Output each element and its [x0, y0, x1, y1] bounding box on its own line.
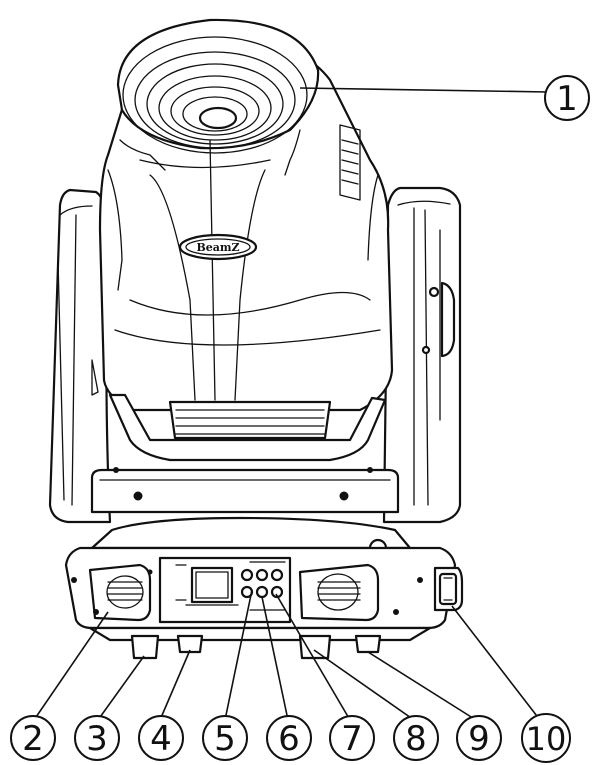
front-vent: [168, 400, 332, 440]
control-button: [255, 585, 269, 599]
control-button: [240, 568, 254, 582]
callout-label: 3: [86, 719, 108, 759]
callout-1: 1: [544, 75, 590, 121]
callout-label: 7: [341, 719, 363, 759]
callout-5: 5: [202, 715, 248, 761]
leader-lines: [33, 87, 549, 721]
moving-head: BeamZ: [98, 18, 394, 462]
right-speaker-grille: [298, 563, 423, 622]
feet: [130, 634, 382, 660]
callout-2: 2: [10, 715, 56, 761]
control-button: [270, 568, 284, 582]
callout-8: 8: [393, 715, 439, 761]
callout-6: 6: [266, 715, 312, 761]
base: [64, 516, 464, 660]
logo-badge: BeamZ: [178, 233, 258, 261]
yoke: [48, 186, 462, 524]
callout-label: 1: [556, 79, 578, 119]
callout-7: 7: [329, 715, 375, 761]
control-button: [255, 568, 269, 582]
control-panel: [158, 556, 292, 624]
callout-9: 9: [456, 715, 502, 761]
callout-label: 4: [150, 719, 172, 759]
callout-label: 9: [468, 719, 490, 759]
callout-label: 5: [214, 719, 236, 759]
callout-4: 4: [138, 715, 184, 761]
display-screen: [190, 566, 234, 604]
handle: [433, 566, 464, 612]
callout-label: 6: [278, 719, 300, 759]
logo-text: BeamZ: [196, 241, 239, 254]
callout-3: 3: [74, 715, 120, 761]
callout-label: 8: [405, 719, 427, 759]
callout-10: 10: [521, 713, 571, 763]
callout-label: 2: [22, 719, 44, 759]
left-speaker-grille: [71, 563, 153, 622]
callout-label: 10: [526, 720, 567, 758]
head-vent: [339, 124, 361, 201]
